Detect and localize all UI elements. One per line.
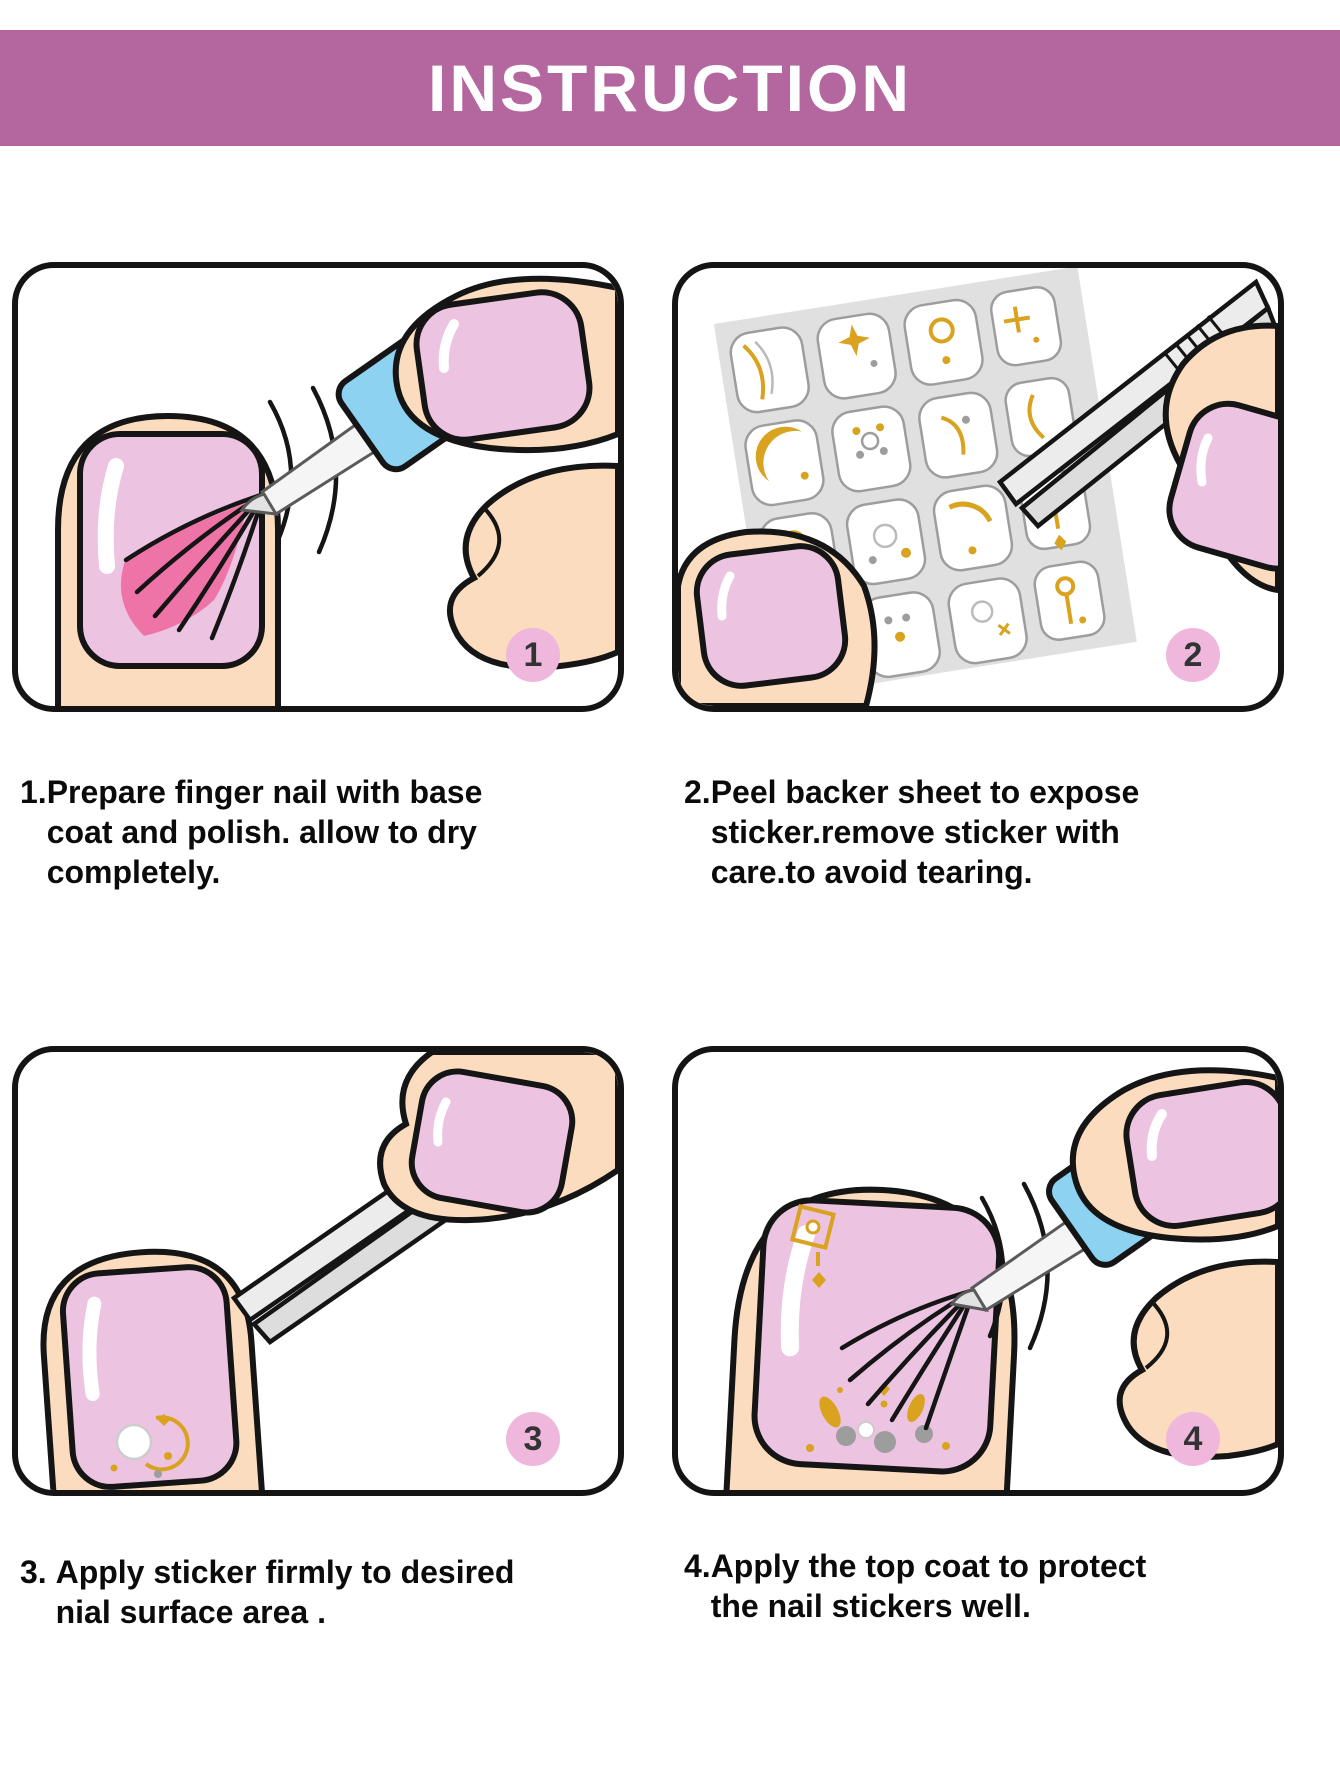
step-4-badge: 4 (1166, 1412, 1220, 1466)
curled-fingers (447, 462, 618, 671)
nail-sticker-design (789, 1203, 950, 1453)
step-1-badge: 1 (506, 628, 560, 682)
nail-sticker-design (110, 1414, 190, 1478)
step-3-number: 3. (20, 1554, 56, 1590)
step-2-caption: 2. Peel backer sheet to expose sticker.r… (684, 772, 1284, 892)
step-4-text: Apply the top coat to protect the nail s… (710, 1548, 1147, 1624)
page-title: INSTRUCTION (428, 51, 912, 125)
step-3-text: Apply sticker firmly to desired nial sur… (55, 1554, 515, 1630)
header-banner: INSTRUCTION (0, 30, 1340, 146)
polish-stroke (120, 502, 248, 636)
step-2-number: 2. (684, 774, 711, 810)
step-4-panel: 4 (672, 1046, 1284, 1496)
step-3-badge: 3 (506, 1412, 560, 1466)
curled-fingers (1116, 1258, 1278, 1460)
step-3-caption: 3. Apply sticker firmly to desired nial … (20, 1552, 640, 1632)
step-1-text: Prepare finger nail with base coat and p… (46, 774, 483, 890)
thumb-with-nail (678, 528, 878, 706)
step-1-caption: 1. Prepare finger nail with base coat an… (20, 772, 620, 892)
brush-tip (949, 1288, 989, 1313)
step-1-number: 1. (20, 774, 47, 810)
step-4-number: 4. (684, 1548, 711, 1584)
step-1-illustration (55, 275, 618, 706)
thumb-with-nail (1069, 1067, 1278, 1243)
step-2-badge: 2 (1166, 628, 1220, 682)
step-3-panel: 3 (12, 1046, 624, 1496)
finger-with-nail (722, 1186, 1018, 1490)
step-3-illustration (40, 1052, 618, 1490)
step-2-text: Peel backer sheet to expose sticker.remo… (710, 774, 1140, 890)
step-2-panel: 2 (672, 262, 1284, 712)
step-4-caption: 4. Apply the top coat to protect the nai… (684, 1546, 1284, 1626)
holding-hand (1162, 322, 1278, 594)
thumb-with-nail (392, 275, 618, 454)
brush-tip (239, 492, 279, 516)
holding-hand (377, 1052, 618, 1224)
step-1-panel: 1 (12, 262, 624, 712)
step-2-illustration (678, 268, 1278, 706)
step-4-illustration (722, 1067, 1278, 1490)
finger-with-nail (40, 1248, 267, 1490)
